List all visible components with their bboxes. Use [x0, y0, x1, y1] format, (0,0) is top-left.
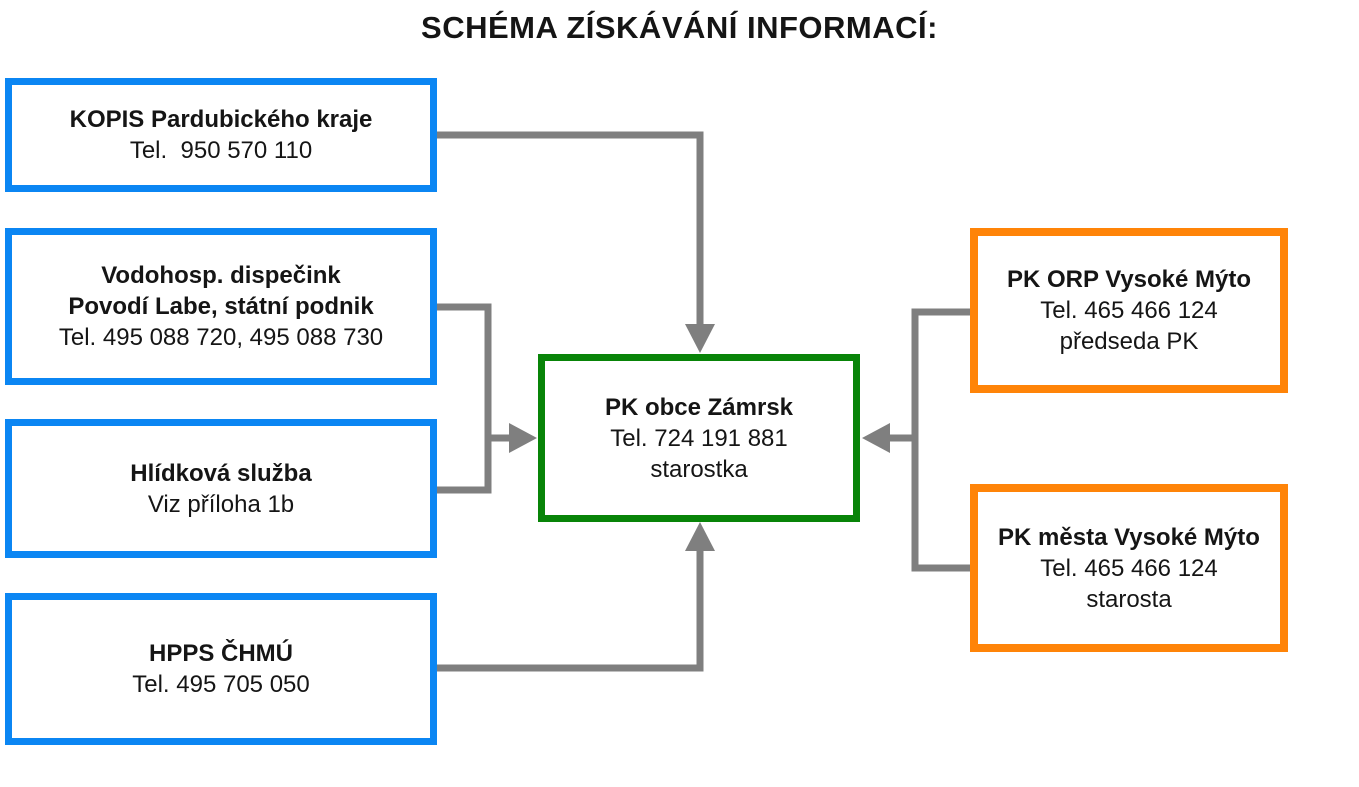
box-mesto-title: PK města Vysoké Mýto	[998, 523, 1260, 551]
box-povodi-subtitle: Povodí Labe, státní podnik	[68, 293, 374, 320]
box-pk-orp-vysoke-myto: PK ORP Vysoké Mýto Tel. 465 466 124 před…	[970, 228, 1288, 393]
box-pk-mesta-vysoke-myto: PK města Vysoké Mýto Tel. 465 466 124 st…	[970, 484, 1288, 652]
box-kopis-pardubickeho-kraje: KOPIS Pardubického kraje Tel. 950 570 11…	[5, 78, 437, 192]
connector-povodi-to-junction	[437, 303, 492, 438]
connector-orp-to-junction	[911, 308, 970, 438]
box-center-phone: Tel. 724 191 881	[610, 424, 788, 452]
connector-hpps-to-center	[437, 551, 704, 672]
box-mesto-phone: Tel. 465 466 124	[1040, 554, 1218, 582]
box-povodi-phone: Tel. 495 088 720, 495 088 730	[58, 324, 384, 351]
box-hlidkova-title: Hlídková služba	[130, 459, 312, 487]
box-mesto-role: starosta	[1086, 585, 1172, 613]
box-pk-obce-zamrsk: PK obce Zámrsk Tel. 724 191 881 starostk…	[538, 354, 860, 522]
arrowhead-right-icon	[509, 423, 537, 453]
box-orp-role: předseda PK	[1059, 328, 1199, 355]
box-hlidkova-note: Viz příloha 1b	[147, 490, 295, 518]
arrowhead-left-icon	[862, 423, 890, 453]
page-title: SCHÉMA ZÍSKÁVÁNÍ INFORMACÍ:	[421, 10, 938, 45]
arrowhead-down-icon	[685, 324, 715, 353]
box-center-role: starostka	[650, 455, 748, 483]
arrowhead-up-icon	[685, 522, 715, 551]
box-orp-title: PK ORP Vysoké Mýto	[1006, 266, 1252, 293]
box-kopis-title: KOPIS Pardubického kraje	[69, 106, 373, 133]
box-hlidkova-sluzba: Hlídková služba Viz příloha 1b	[5, 419, 437, 558]
box-kopis-phone: Tel. 950 570 110	[129, 137, 313, 164]
connector-hlidkova-to-junction	[437, 438, 492, 494]
box-hpps-chmu: HPPS ČHMÚ Tel. 495 705 050	[5, 593, 437, 745]
box-vodohosp-dispecink: Vodohosp. dispečink Povodí Labe, státní …	[5, 228, 437, 385]
connector-kopis-to-center	[437, 131, 704, 324]
connector-mesto-to-junction	[911, 438, 970, 572]
box-hpps-title: HPPS ČHMÚ	[148, 640, 293, 667]
box-center-title: PK obce Zámrsk	[604, 393, 794, 421]
box-povodi-title: Vodohosp. dispečink	[101, 262, 341, 289]
box-hpps-phone: Tel. 495 705 050	[132, 671, 310, 698]
box-orp-phone: Tel. 465 466 124	[1040, 297, 1218, 324]
